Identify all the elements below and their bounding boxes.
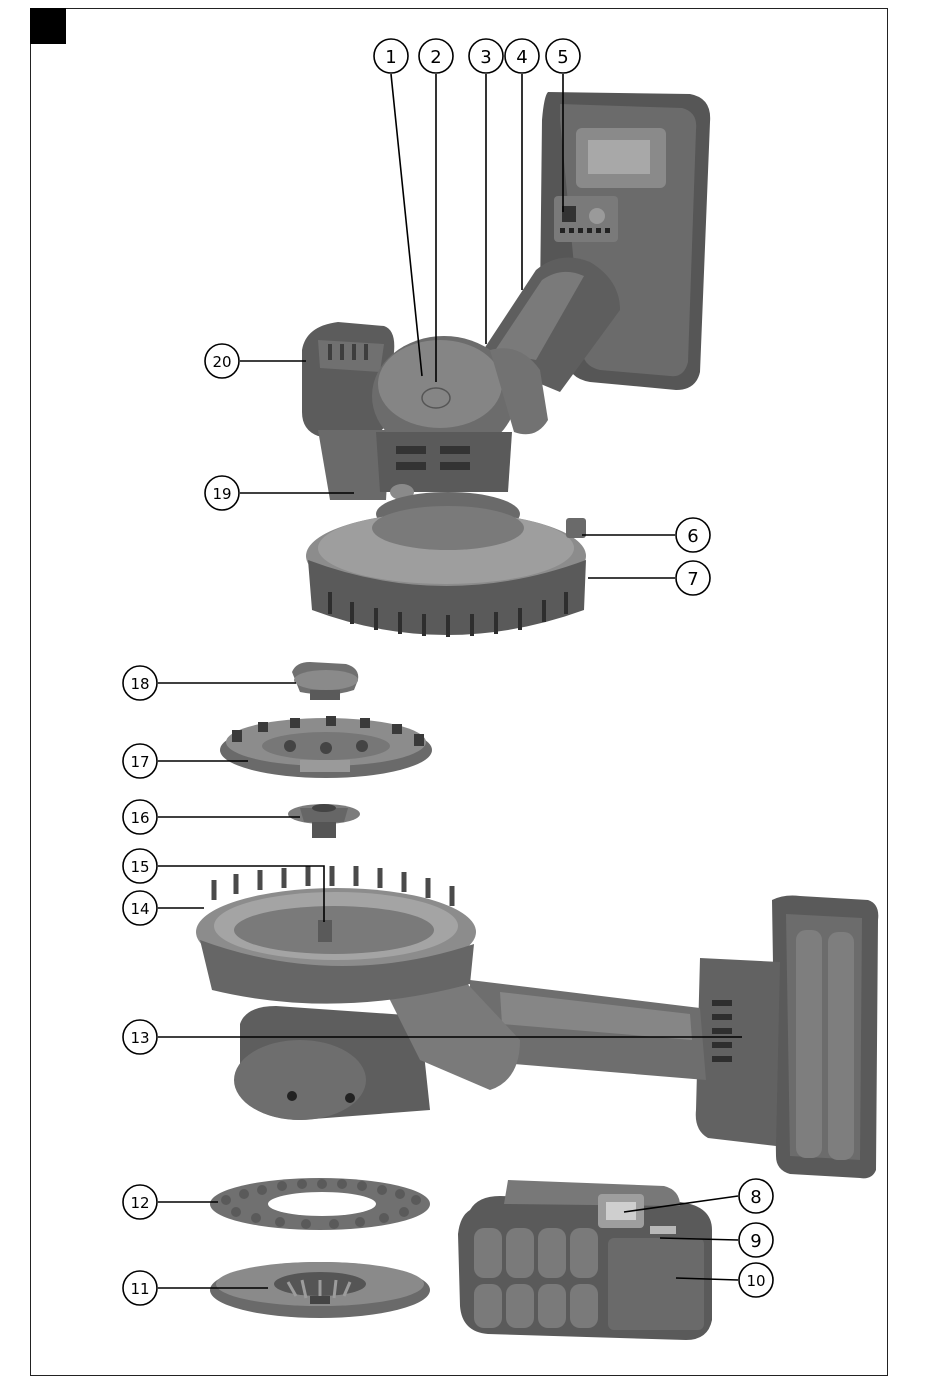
shroud-disc-icon [210,1262,430,1318]
callout-11: 11 [123,1271,157,1305]
callout-20: 20 [205,344,239,378]
svg-text:10: 10 [746,1272,765,1290]
backing-flange-icon [288,804,360,838]
svg-text:11: 11 [130,1280,149,1298]
svg-text:6: 6 [687,526,698,547]
svg-text:5: 5 [557,47,568,68]
callout-14: 14 [123,891,157,925]
callout-4: 4 [505,39,539,73]
svg-text:8: 8 [750,1187,761,1208]
callout-2: 2 [419,39,453,73]
callout-8: 8 [739,1179,773,1213]
svg-text:19: 19 [212,485,231,503]
battery-pack-icon [458,1180,712,1340]
clamping-nut-icon [292,662,358,700]
callout-3: 3 [469,39,503,73]
svg-text:12: 12 [130,1194,149,1212]
svg-text:1: 1 [385,47,396,68]
svg-text:2: 2 [430,47,441,68]
callout-10: 10 [739,1263,773,1297]
svg-text:3: 3 [480,47,491,68]
callout-18: 18 [123,666,157,700]
svg-text:15: 15 [130,858,149,876]
svg-text:17: 17 [130,753,149,771]
callout-19: 19 [205,476,239,510]
callout-16: 16 [123,800,157,834]
svg-text:18: 18 [130,675,149,693]
callout-9: 9 [739,1223,773,1257]
grinder-with-guard-icon [196,866,878,1178]
svg-text:14: 14 [130,900,149,918]
callout-15: 15 [123,849,157,883]
svg-text:16: 16 [130,809,149,827]
svg-text:4: 4 [516,47,527,68]
grinder-assembled-icon [302,92,710,637]
callout-13: 13 [123,1020,157,1054]
brush-ring-icon [210,1178,430,1230]
svg-text:7: 7 [687,569,698,590]
callout-1: 1 [374,39,408,73]
diamond-cup-wheel-icon [220,716,432,778]
svg-text:13: 13 [130,1029,149,1047]
callout-7: 7 [676,561,710,595]
svg-text:20: 20 [212,353,231,371]
callout-6: 6 [676,518,710,552]
callout-5: 5 [546,39,580,73]
callout-17: 17 [123,744,157,778]
callout-12: 12 [123,1185,157,1219]
svg-text:9: 9 [750,1231,761,1252]
